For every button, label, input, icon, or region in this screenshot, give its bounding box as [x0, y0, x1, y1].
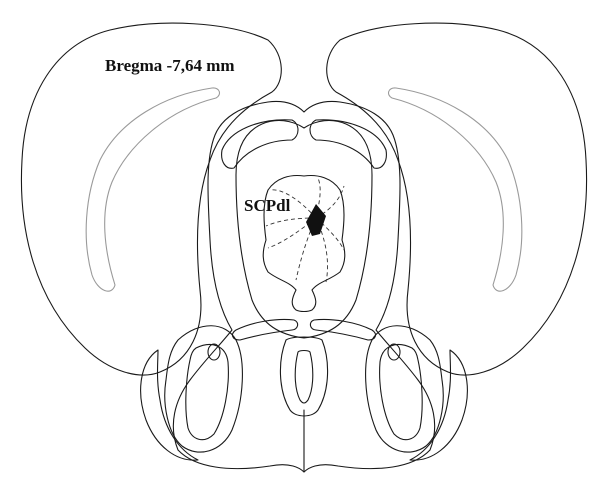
right-peduncle-outline [310, 319, 375, 340]
midbrain-inner-outline [236, 121, 372, 338]
scpdl-label: SCPdl [244, 196, 291, 215]
left-hemisphere-outline [21, 23, 281, 375]
left-colliculus-outline [222, 120, 298, 169]
right-outer-lobe-outline [410, 350, 467, 460]
right-hippocampus-outline [389, 88, 522, 291]
left-outer-lobe-outline [141, 350, 198, 460]
pons-inner-outline [295, 351, 313, 404]
subdivision-lines [266, 178, 344, 282]
right-colliculus-outline [310, 120, 386, 169]
bregma-label: Bregma -7,64 mm [105, 56, 235, 75]
left-hippocampus-outline [86, 88, 219, 291]
pons-outline [280, 337, 327, 416]
scpdl-region-marker [306, 204, 326, 236]
left-peduncle-outline [233, 319, 298, 340]
left-small-oval [208, 344, 220, 360]
right-hemisphere-outline [327, 23, 587, 375]
right-small-oval [388, 344, 400, 360]
